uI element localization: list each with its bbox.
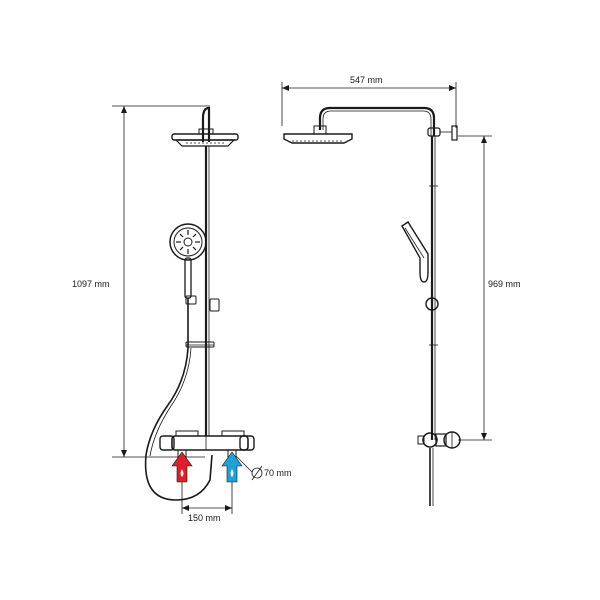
side-thermostat-mixer	[417, 431, 461, 449]
front-shower-arm	[201, 106, 211, 142]
overall-width-dimension: 547 mm	[281, 75, 457, 128]
overall-width-label: 547 mm	[350, 75, 383, 85]
side-shower-arm	[318, 106, 436, 136]
overall-height-dimension: 1097 mm	[72, 105, 210, 458]
side-top-wall-bracket	[427, 125, 458, 141]
mixer-diameter-label: 70 mm	[264, 468, 292, 478]
cold-water-arrow-icon	[221, 451, 243, 483]
side-head-shower	[283, 125, 353, 144]
front-thermostat-mixer	[159, 430, 255, 458]
front-head-shower	[171, 128, 239, 147]
side-slider-knob	[425, 297, 439, 311]
overall-height-label: 1097 mm	[72, 279, 110, 289]
inlet-spacing-label: 150 mm	[188, 513, 221, 523]
front-hose	[144, 298, 213, 501]
front-view: 1097 mm	[72, 105, 292, 523]
arm-height-label: 969 mm	[488, 279, 521, 289]
side-view: 547 mm	[281, 75, 521, 506]
mixer-diameter-dimension: 70 mm	[235, 455, 292, 481]
hot-water-arrow-icon	[171, 451, 193, 483]
inlet-spacing-dimension: 150 mm	[181, 482, 233, 523]
arm-height-dimension: 969 mm	[458, 135, 521, 441]
side-hand-shower	[401, 221, 429, 283]
front-slider-holder	[209, 298, 220, 312]
front-hand-shower	[169, 223, 207, 299]
